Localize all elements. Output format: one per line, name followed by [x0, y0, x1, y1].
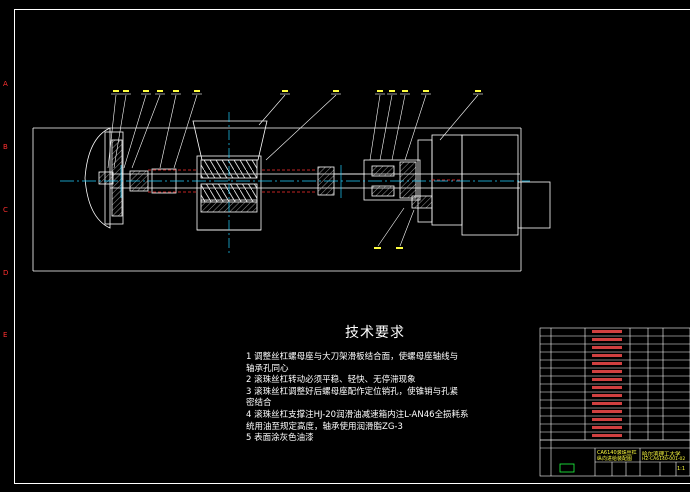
parts-row-text-mark [592, 402, 622, 405]
leader-lines [108, 95, 478, 246]
part-tag-mark [333, 90, 339, 92]
part-tag-mark [113, 90, 119, 92]
part-tag-mark [123, 90, 129, 92]
part-number-tags [111, 90, 483, 249]
tech-requirements-title: 技术要求 [345, 322, 405, 342]
part-tag-mark [374, 247, 381, 249]
tech-requirements: 1 调整丝杠螺母座与大刀架滑板结合面，使螺母座轴线与 轴承孔同心 2 滚珠丝杠转… [246, 352, 469, 445]
parts-row-text-mark [592, 410, 622, 413]
zone-mark: C [3, 206, 8, 214]
parts-row-text-mark [592, 362, 622, 365]
zone-mark: B [3, 143, 8, 151]
part-tag-mark [423, 90, 429, 92]
parts-row-text-mark [592, 378, 622, 381]
parts-list-rows [540, 330, 690, 440]
parts-row-text-mark [592, 394, 622, 397]
parts-row-text-mark [592, 386, 622, 389]
requirement-line: 4 滚珠丝杠支撑注HJ-20润滑油减速箱内注L-AN46全损耗系 [246, 410, 469, 422]
zone-mark: E [3, 331, 7, 339]
part-tag-mark [143, 90, 149, 92]
parts-row-text-mark [592, 338, 622, 341]
requirement-line: 5 表面涂灰色油漆 [246, 433, 469, 445]
drawing-scale: 1:1 [677, 466, 685, 472]
requirement-line: 统用油至规定高度，轴承使用润滑脂ZG-3 [246, 422, 469, 434]
requirement-line: 1 调整丝杠螺母座与大刀架滑板结合面，使螺母座轴线与 [246, 352, 469, 364]
part-tag-mark [377, 90, 383, 92]
drawing-number: HZ-CA6140-001-02 [642, 457, 685, 462]
parts-row-text-mark [592, 418, 622, 421]
part-tag-mark [389, 90, 395, 92]
part-tag-mark [402, 90, 408, 92]
requirement-line: 3 滚珠丝杠调整好后螺母座配作定位销孔，使锥销与孔紧 [246, 387, 469, 399]
parts-row-text-mark [592, 426, 622, 429]
parts-row-text-mark [592, 434, 622, 437]
requirement-line: 轴承孔同心 [246, 364, 469, 376]
zone-mark: D [3, 269, 8, 277]
part-tag-mark [396, 247, 403, 249]
parts-row-text-mark [592, 370, 622, 373]
part-tag-mark [282, 90, 288, 92]
title-block-green-cell [560, 464, 574, 472]
part-tag-mark [475, 90, 481, 92]
requirement-line: 密结合 [246, 398, 469, 410]
parts-row-text-mark [592, 354, 622, 357]
parts-row-text-mark [592, 330, 622, 333]
drawing-name: CA6140滚珠丝杠纵向进给装配图 [597, 450, 639, 462]
part-tag-mark [194, 90, 200, 92]
requirement-line: 2 滚珠丝杠转动必须平稳、轻快、无停滞现象 [246, 375, 469, 387]
part-tag-mark [157, 90, 163, 92]
zone-mark: A [3, 80, 8, 88]
parts-row-text-mark [592, 346, 622, 349]
part-tag-mark [173, 90, 179, 92]
